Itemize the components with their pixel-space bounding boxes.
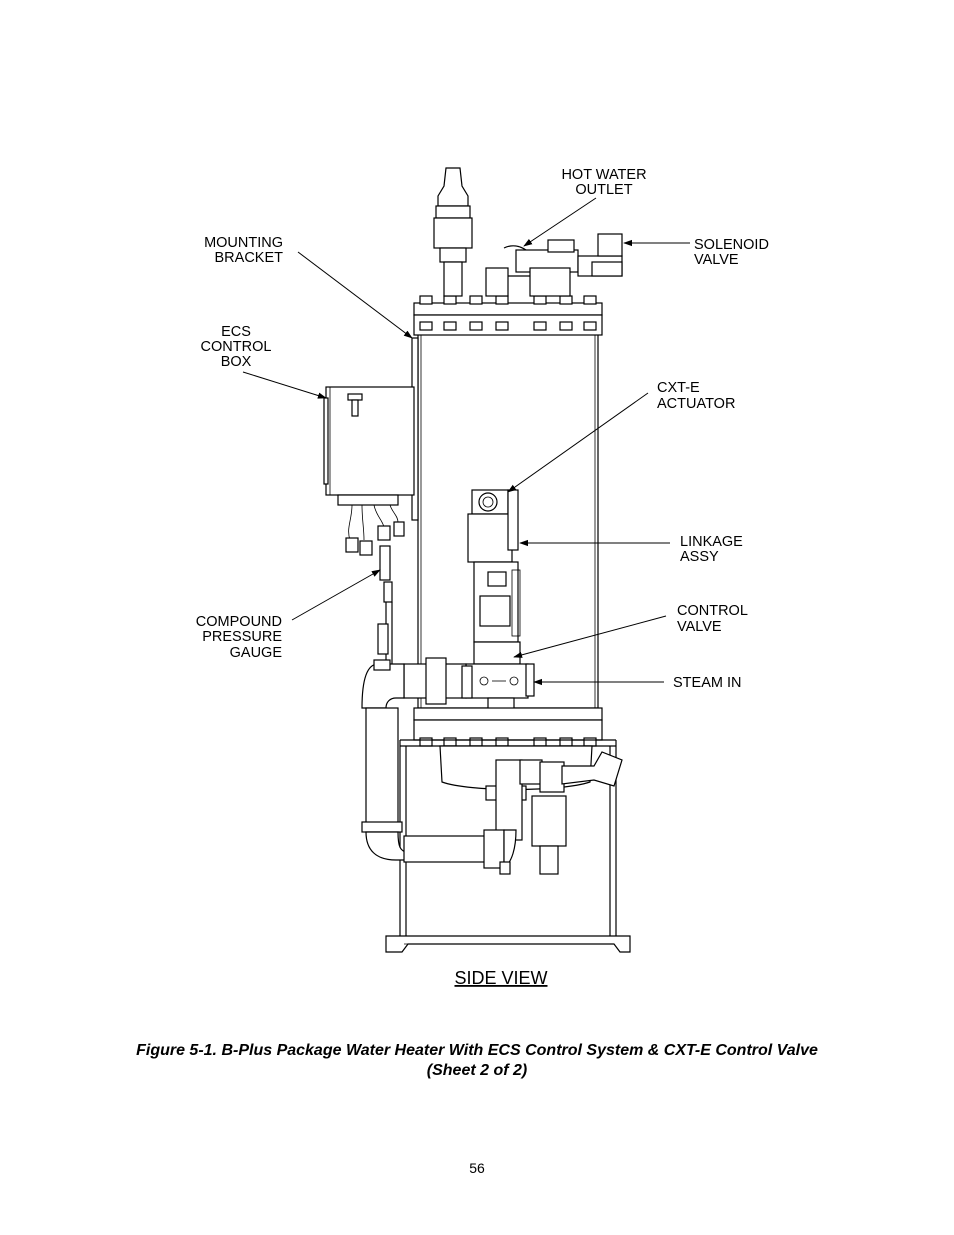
label-hot-water-outlet-line2: OUTLET (575, 182, 632, 198)
leader-cxt-e-actuator (507, 392, 649, 493)
label-ecs-control-box-line2: CONTROL (201, 339, 272, 355)
top-flange (413, 295, 603, 336)
leader-lines (242, 197, 690, 686)
leader-mounting-bracket (297, 251, 413, 339)
label-compound-pressure-gauge-line2: PRESSURE (202, 629, 282, 645)
label-hot-water-outlet-line1: HOT WATER (561, 167, 646, 183)
recirc-piping (361, 707, 517, 875)
label-linkage-assy-line2: ASSY (680, 549, 719, 565)
leader-control-valve (513, 615, 667, 658)
label-linkage-assy-line1: LINKAGE (680, 534, 743, 550)
label-ecs-control-box-line1: ECS (221, 324, 251, 340)
cxt-e-actuator (467, 489, 519, 563)
figure-caption-line2: (Sheet 2 of 2) (426, 1062, 528, 1079)
label-control-valve-line2: VALVE (677, 619, 722, 635)
solenoid-valve (577, 233, 623, 277)
linkage-assy (473, 561, 521, 643)
label-mounting-bracket-line2: BRACKET (215, 250, 284, 266)
inlet-union (361, 657, 473, 709)
callout-labels: HOT WATER OUTLET MOUNTING BRACKET SOLENO… (196, 167, 769, 691)
support-stand (385, 739, 631, 953)
label-solenoid-valve-line1: SOLENOID (694, 237, 769, 253)
label-solenoid-valve-line2: VALVE (694, 252, 739, 268)
label-mounting-bracket-line1: MOUNTING (204, 235, 283, 251)
control-valve (465, 641, 535, 717)
view-title: SIDE VIEW (454, 968, 547, 988)
leader-ecs-control-box (242, 371, 327, 399)
label-compound-pressure-gauge-line3: GAUGE (230, 645, 283, 661)
figure-caption-line1: Figure 5-1. B-Plus Package Water Heater … (136, 1042, 818, 1059)
compound-pressure-gauge (377, 545, 393, 666)
hot-water-outlet-piping (485, 239, 579, 297)
label-cxt-e-actuator-line2: ACTUATOR (657, 396, 735, 412)
label-compound-pressure-gauge-line1: COMPOUND (196, 614, 282, 630)
relief-valve (433, 167, 473, 297)
label-steam-in: STEAM IN (673, 675, 741, 691)
figure-caption: Figure 5-1. B-Plus Package Water Heater … (0, 1041, 954, 1081)
leader-compound-pressure-gauge (291, 569, 381, 621)
label-control-valve-line1: CONTROL (677, 603, 748, 619)
leader-hot-water-outlet (523, 197, 597, 247)
page-number: 56 (469, 1160, 485, 1176)
label-ecs-control-box-line3: BOX (221, 354, 252, 370)
bottom-head (439, 745, 623, 875)
ecs-control-box (323, 386, 415, 556)
label-cxt-e-actuator-line1: CXT-E (657, 380, 700, 396)
